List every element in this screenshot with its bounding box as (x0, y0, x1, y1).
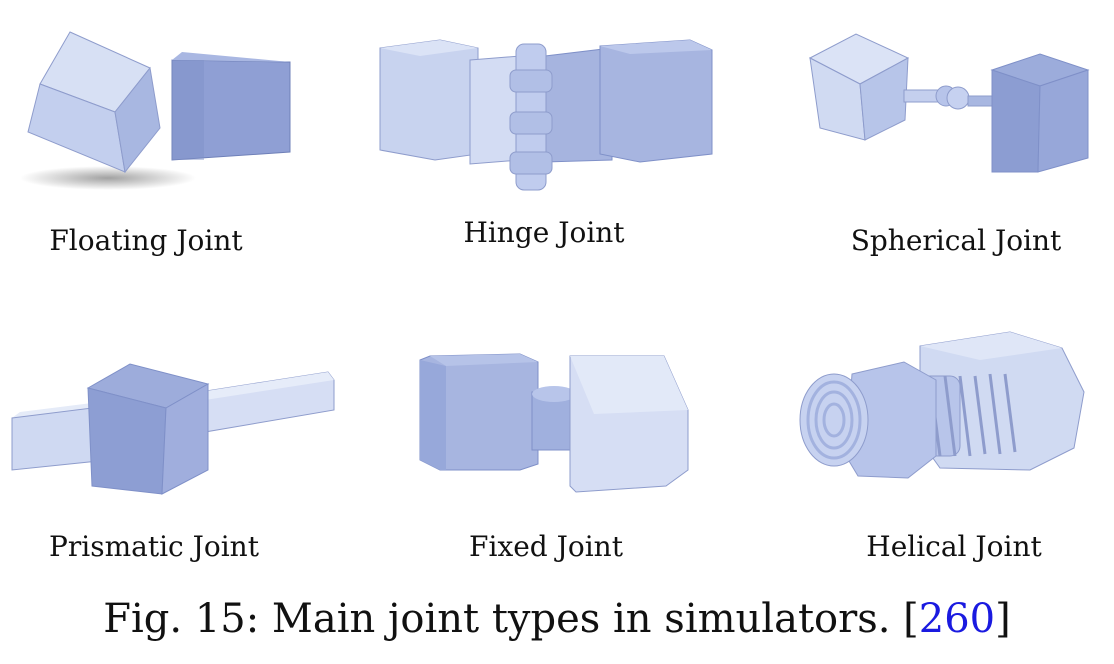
helical-joint-label: Helical Joint (866, 530, 1042, 563)
fixed-joint-label: Fixed Joint (469, 530, 623, 563)
caption-text: Fig. 15: Main joint types in simulators.… (103, 596, 919, 642)
hinge-joint-label: Hinge Joint (463, 216, 625, 249)
reference-link[interactable]: 260 (918, 596, 996, 642)
prismatic-joint-illustration (11, 363, 335, 495)
spherical-joint-label: Spherical Joint (850, 224, 1062, 257)
joint-types-figure (11, 31, 1090, 495)
prismatic-joint-label: Prismatic Joint (49, 530, 259, 563)
floating-joint-illustration (20, 31, 291, 190)
fixed-joint-illustration (419, 353, 689, 493)
hinge-joint-illustration (379, 39, 713, 191)
floating-joint-label: Floating Joint (49, 224, 243, 257)
figure-caption: Fig. 15: Main joint types in simulators.… (0, 596, 1114, 642)
caption-close-bracket: ] (995, 596, 1011, 642)
spherical-joint-illustration (808, 33, 1090, 173)
helical-joint-illustration (799, 331, 1085, 479)
